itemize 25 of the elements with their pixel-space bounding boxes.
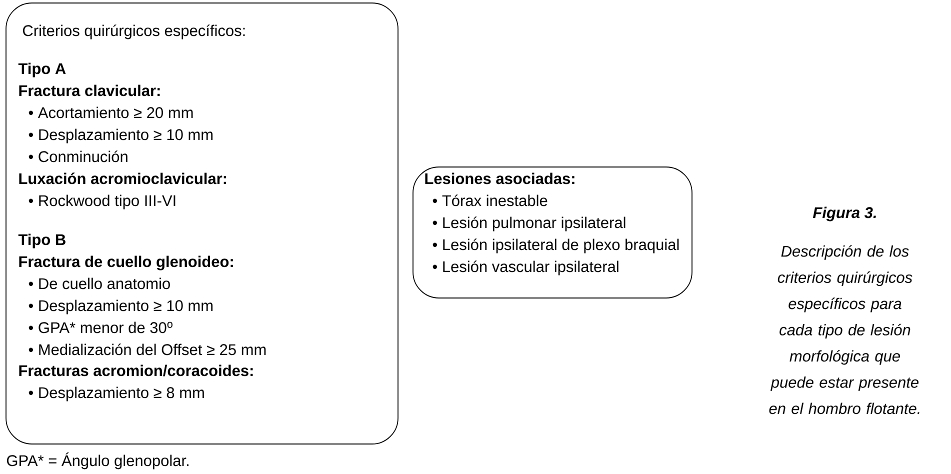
list-item: • Lesión ipsilateral de plexo braquial — [432, 238, 679, 254]
list-item: • De cuello anatomio — [28, 278, 170, 290]
list-item: • Tórax inestable — [432, 194, 548, 206]
box-title: Criterios quirúrgicos específicos: — [23, 24, 245, 40]
figure-number: Figura 3. — [812, 206, 876, 222]
list-item: • Rockwood tipo III-VI — [28, 194, 176, 210]
list-item: • Lesión vascular ipsilateral — [432, 260, 618, 276]
heading: Luxación acromioclavicular: — [19, 172, 226, 184]
list-item: • Desplazamiento ≥ 8 mm — [28, 386, 204, 402]
heading: Tipo B — [18, 234, 66, 248]
list-item: • Desplazamiento ≥ 10 mm — [28, 300, 213, 314]
list-item: • Medialización del Offset ≥ 25 mm — [28, 344, 266, 356]
rounded-box — [412, 166, 692, 298]
list-item: • Conminución — [28, 150, 128, 162]
list-item: • Acortamiento ≥ 20 mm — [28, 106, 193, 118]
heading: Tipo A — [18, 62, 66, 78]
heading: Lesiones asociadas: — [425, 172, 574, 184]
list-item: • Lesión pulmonar ipsilateral — [432, 216, 626, 232]
heading: Fracturas acromion/coracoides: — [19, 364, 253, 376]
heading: Fractura clavicular: — [19, 84, 160, 96]
heading: Fractura de cuello glenoideo: — [19, 256, 233, 270]
list-item: • GPA* menor de 30$^{o}$ — [28, 322, 172, 334]
figure-caption: Descripción de los criterios quirúrgicos específicos para cada tipo de lesión morfológica que puede estar presente en el hombro flotante. — [769, 245, 920, 414]
list-item: • Desplazamiento ≥ 10 mm — [28, 128, 213, 144]
rounded-box — [6, 2, 398, 444]
